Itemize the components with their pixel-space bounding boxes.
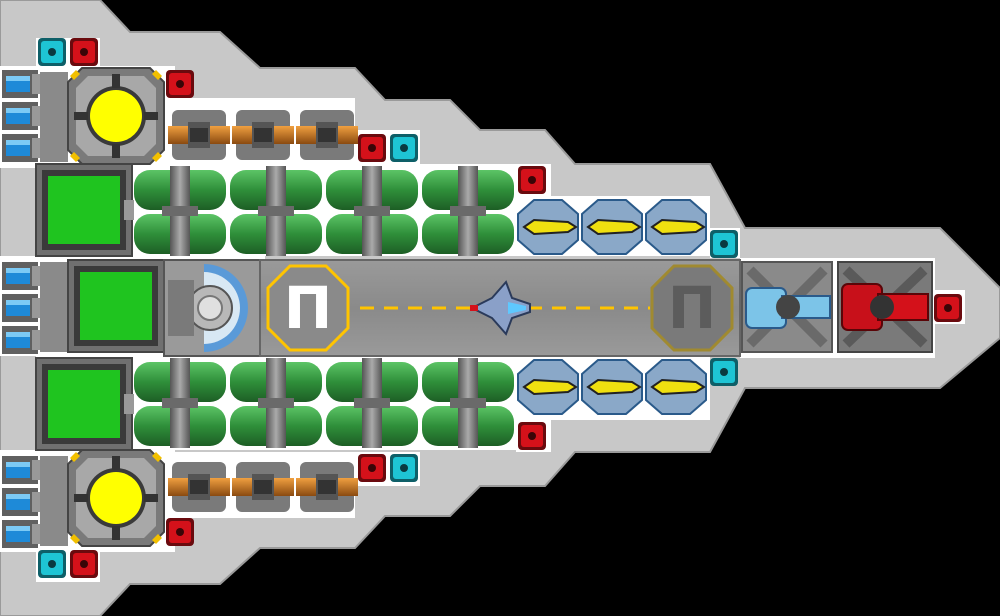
autocannon-turret[interactable] <box>168 110 230 160</box>
power-node-red[interactable] <box>518 422 546 450</box>
fuel-tank[interactable] <box>326 358 418 448</box>
power-node-red[interactable] <box>70 550 98 578</box>
power-node-cyan[interactable] <box>390 134 418 162</box>
power-node-red[interactable] <box>518 166 546 194</box>
fuel-tank[interactable] <box>422 358 514 448</box>
missile-launcher[interactable] <box>517 359 579 415</box>
power-block-mid[interactable] <box>67 259 165 353</box>
power-node-cyan[interactable] <box>710 230 738 258</box>
cockpit-dome[interactable] <box>163 259 261 357</box>
fuel-tank[interactable] <box>134 358 226 448</box>
power-node-red[interactable] <box>934 294 962 322</box>
autocannon-turret[interactable] <box>296 462 358 512</box>
fuel-tank[interactable] <box>326 166 418 256</box>
reactor-core-icon <box>90 472 142 524</box>
power-block-top[interactable] <box>35 163 134 257</box>
missile-launcher-row-bottom <box>517 359 707 415</box>
landing-pad-glyph: Π <box>668 274 717 342</box>
landing-pad-glyph: Π <box>284 274 333 342</box>
fighter-ship-icon[interactable] <box>469 280 531 336</box>
thruster-group-mid <box>2 262 68 354</box>
power-node-cyan[interactable] <box>710 358 738 386</box>
fuel-tank[interactable] <box>422 166 514 256</box>
thruster-icon[interactable] <box>2 134 42 162</box>
thruster-group-bottom <box>2 456 68 548</box>
autocannon-turret[interactable] <box>296 110 358 160</box>
missile-launcher[interactable] <box>645 359 707 415</box>
power-node-red[interactable] <box>70 38 98 66</box>
power-block-bottom[interactable] <box>35 357 134 451</box>
ion-cannon-blue[interactable] <box>741 261 833 353</box>
thruster-icon[interactable] <box>2 70 42 98</box>
power-node-red[interactable] <box>358 134 386 162</box>
thruster-icon[interactable] <box>2 294 42 322</box>
autocannon-turret[interactable] <box>232 110 294 160</box>
power-node-cyan[interactable] <box>38 550 66 578</box>
missile-launcher[interactable] <box>645 199 707 255</box>
missile-launcher-row-top <box>517 199 707 255</box>
plasma-cannon-red[interactable] <box>837 261 933 353</box>
power-node-cyan[interactable] <box>38 38 66 66</box>
thruster-icon[interactable] <box>2 456 42 484</box>
power-node-red[interactable] <box>358 454 386 482</box>
fuel-tank-array-bottom <box>134 358 514 448</box>
thruster-icon[interactable] <box>2 326 42 354</box>
autocannon-row-top <box>168 110 358 160</box>
autocannon-row-bottom <box>168 462 358 512</box>
missile-launcher[interactable] <box>517 199 579 255</box>
fuel-tank[interactable] <box>134 166 226 256</box>
reactor-core-icon <box>90 90 142 142</box>
power-node-cyan[interactable] <box>390 454 418 482</box>
missile-launcher[interactable] <box>581 199 643 255</box>
thruster-icon[interactable] <box>2 262 42 290</box>
autocannon-turret[interactable] <box>232 462 294 512</box>
fuel-tank[interactable] <box>230 358 322 448</box>
power-node-red[interactable] <box>166 70 194 98</box>
fuel-tank[interactable] <box>230 166 322 256</box>
thruster-group-top <box>2 70 68 162</box>
reactor-bottom[interactable] <box>67 449 165 547</box>
missile-launcher[interactable] <box>581 359 643 415</box>
reactor-top[interactable] <box>67 67 165 165</box>
landing-pad-dim[interactable]: Π <box>650 264 734 352</box>
power-node-red[interactable] <box>166 518 194 546</box>
fuel-tank-array-top <box>134 166 514 256</box>
landing-pad-lit[interactable]: Π <box>266 264 350 352</box>
thruster-icon[interactable] <box>2 520 42 548</box>
autocannon-turret[interactable] <box>168 462 230 512</box>
thruster-icon[interactable] <box>2 488 42 516</box>
thruster-icon[interactable] <box>2 102 42 130</box>
